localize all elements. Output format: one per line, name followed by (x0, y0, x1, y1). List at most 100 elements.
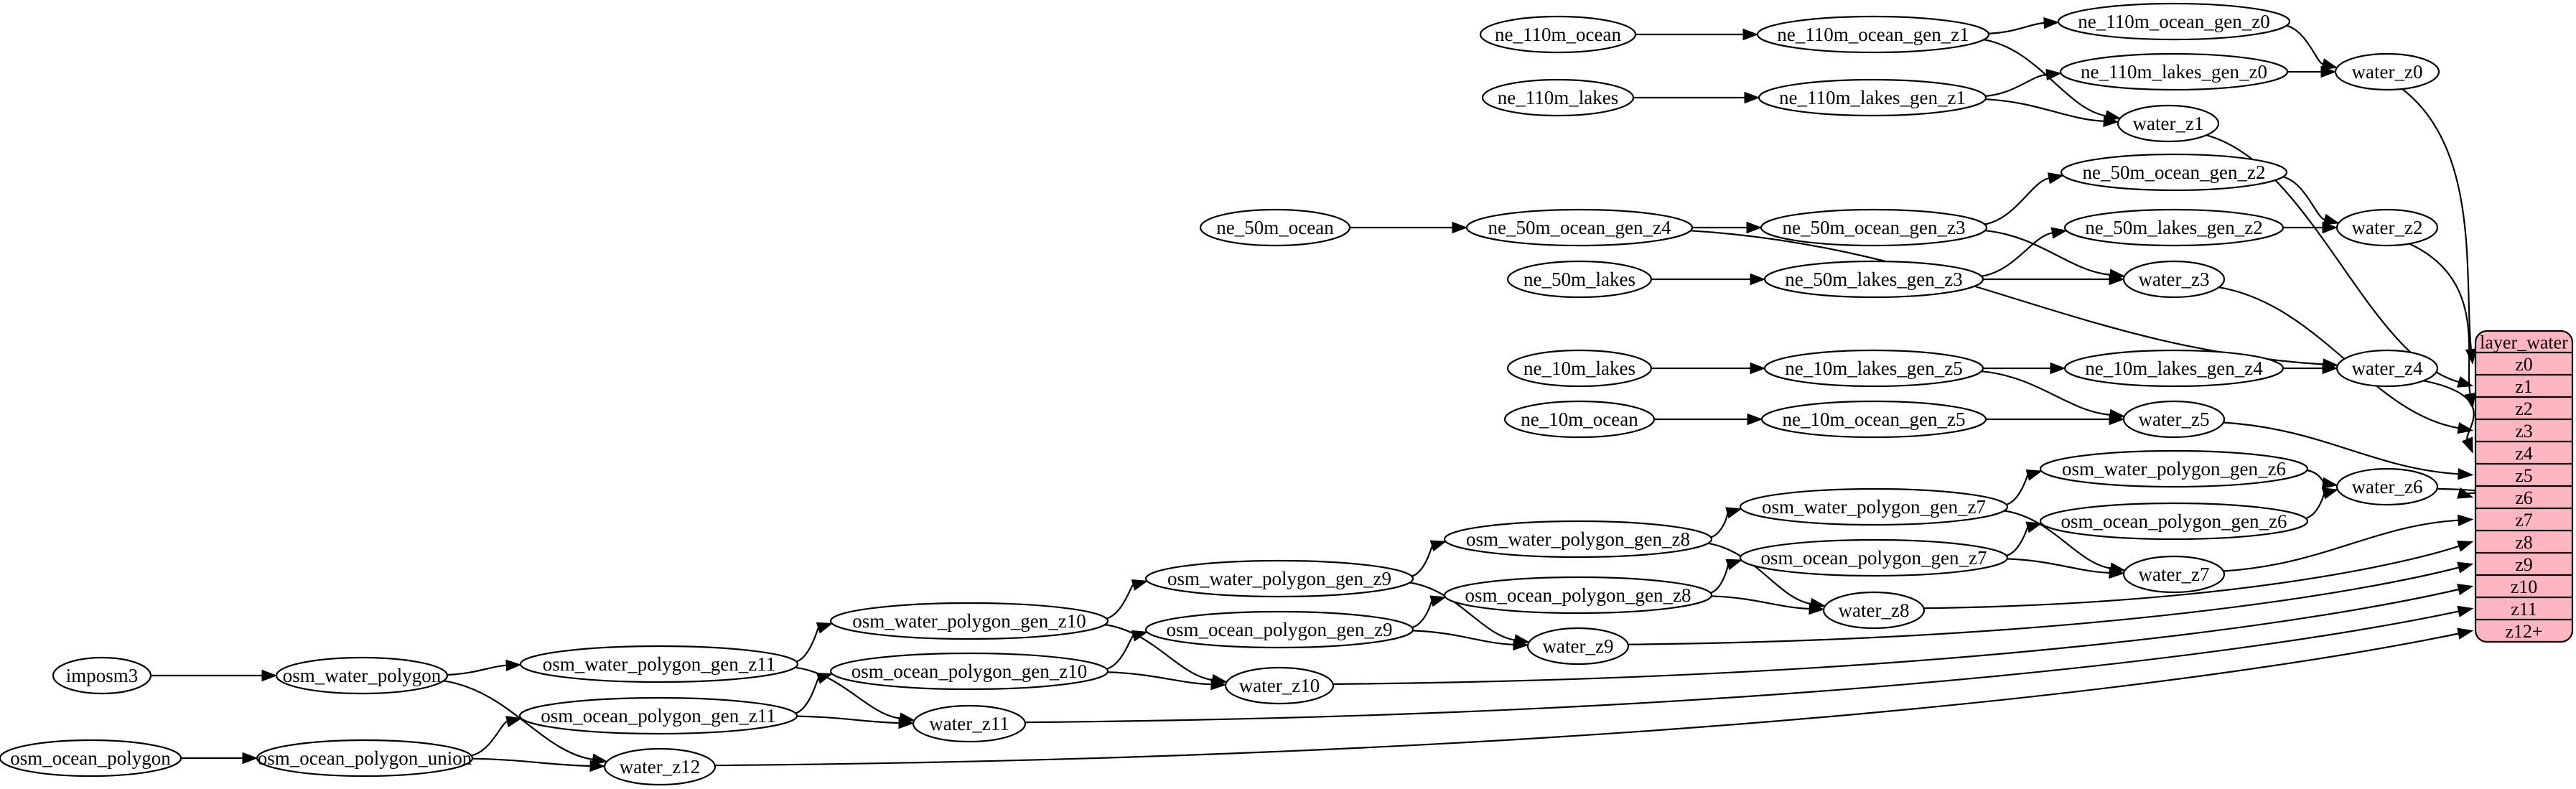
edge-osm_water_polygon_gen_z9-osm_water_polygon_gen_z8 (1411, 540, 1447, 577)
node-label: ne_110m_lakes_gen_z1 (1779, 87, 1966, 108)
node-label: water_z4 (2352, 358, 2423, 379)
node-ellipse (2060, 153, 2288, 192)
edge-path (1923, 545, 2460, 610)
table-row-z6: z6 (2515, 487, 2533, 508)
node-osm_water_polygon_gen_z7: osm_water_polygon_gen_z7 (1739, 487, 2009, 526)
node-water_z8: water_z8 (1822, 591, 1926, 630)
node-ellipse (1763, 349, 1984, 388)
node-ellipse (2063, 349, 2285, 388)
arrowhead-icon (2045, 68, 2062, 81)
edge-ne_10m_lakes_gen_z5-ne_10m_lakes_gen_z4 (1983, 362, 2066, 375)
node-imposm3: imposm3 (52, 656, 152, 695)
node-ellipse (0, 739, 182, 778)
node-ellipse (52, 656, 152, 695)
node-ellipse (2122, 400, 2226, 439)
edge-path (2006, 474, 2029, 505)
edge-path (1412, 630, 1514, 645)
node-osm_ocean_polygon: osm_ocean_polygon (0, 739, 182, 778)
arrowhead-icon (2457, 605, 2474, 617)
edge-water_z9-z9 (1628, 561, 2474, 645)
edge-osm_ocean_polygon_union-osm_ocean_polygon_gen_z11 (471, 716, 523, 757)
edge-imposm3-osm_water_polygon (151, 669, 278, 682)
edge-path (1984, 230, 2111, 276)
table-row-z12+: z12+ (2505, 621, 2542, 642)
edge-water_z10-z10 (1333, 584, 2474, 685)
node-label: ne_50m_ocean_gen_z3 (1783, 217, 1966, 238)
node-ellipse (1756, 15, 1990, 54)
node-ne_50m_lakes_gen_z3: ne_50m_lakes_gen_z3 (1763, 260, 1984, 299)
arrowhead-icon (1725, 559, 1742, 571)
node-ellipse (1443, 520, 1713, 559)
edge-osm_ocean_polygon_gen_z9-water_z9 (1412, 630, 1529, 651)
arrowhead-icon (1746, 221, 1763, 234)
table-row-z7: z7 (2515, 510, 2533, 531)
edge-path (1710, 564, 1729, 594)
edge-ne_10m_lakes_gen_z4-water_z4 (2283, 362, 2338, 375)
node-ellipse (1144, 559, 1414, 598)
table-row-z1: z1 (2515, 376, 2533, 397)
node-label: ne_110m_ocean_gen_z0 (2078, 11, 2269, 32)
node-ne_110m_ocean_gen_z1: ne_110m_ocean_gen_z1 (1756, 15, 1990, 54)
node-label: water_z12 (620, 756, 700, 778)
table-row-z10: z10 (2511, 576, 2538, 597)
node-ne_10m_lakes_gen_z5: ne_10m_lakes_gen_z5 (1763, 349, 1984, 388)
node-ne_50m_ocean_gen_z2: ne_50m_ocean_gen_z2 (2060, 153, 2288, 192)
arrowhead-icon (2457, 375, 2474, 388)
edge-path (1981, 370, 2111, 416)
node-osm_water_polygon_gen_z8: osm_water_polygon_gen_z8 (1443, 520, 1713, 559)
arrowhead-icon (2321, 487, 2339, 500)
arrowhead-icon (591, 753, 608, 765)
edge-osm_ocean_polygon_gen_z10-water_z10 (1107, 671, 1227, 691)
node-label: osm_ocean_polygon_gen_z10 (851, 660, 1087, 682)
edge-path (1985, 98, 2104, 122)
edge-path (443, 680, 593, 760)
node-label: ne_110m_ocean_gen_z1 (1777, 24, 1969, 45)
edge-path (1106, 584, 1134, 620)
edge-ne_110m_lakes_gen_z1-water_z1 (1985, 98, 2119, 127)
edge-ne_10m_ocean-ne_10m_ocean_gen_z5 (1654, 413, 1763, 426)
arrowhead-icon (2322, 362, 2338, 375)
node-ellipse (829, 602, 1109, 640)
edge-ne_110m_ocean-ne_110m_ocean_gen_z1 (1635, 28, 1759, 41)
node-ellipse (2039, 449, 2309, 488)
table-row-z3: z3 (2515, 421, 2533, 442)
node-label: ne_50m_ocean (1216, 217, 1334, 238)
edge-path (471, 720, 508, 757)
edge-ne_110m_lakes_gen_z0-water_z0 (2287, 65, 2337, 78)
node-ne_110m_lakes_gen_z1: ne_110m_lakes_gen_z1 (1758, 78, 1987, 117)
node-water_z7: water_z7 (2122, 555, 2226, 594)
edge-path (472, 757, 591, 767)
arrowhead-icon (2321, 58, 2338, 70)
node-ellipse (1506, 349, 1653, 388)
node-label: water_z9 (1543, 635, 1614, 657)
edge-path (714, 632, 2459, 767)
arrowhead-icon (2109, 566, 2125, 579)
edge-path (1711, 595, 1810, 610)
node-ellipse (1763, 260, 1984, 299)
node-water_z2: water_z2 (2335, 208, 2439, 247)
edge-path (1107, 671, 1212, 686)
edge-path (1985, 73, 2047, 97)
arrowhead-icon (1747, 413, 1763, 426)
node-label: osm_ocean_polygon_gen_z9 (1167, 619, 1393, 640)
node-ellipse (2335, 467, 2439, 506)
node-osm_ocean_polygon_gen_z10: osm_ocean_polygon_gen_z10 (829, 652, 1109, 691)
edge-path (1333, 588, 2459, 685)
arrowhead-icon (1744, 91, 1760, 104)
edge-ne_110m_ocean_gen_z0-water_z0 (2286, 24, 2338, 70)
edge-path (2402, 88, 2472, 350)
node-ellipse (518, 696, 798, 735)
table-row-z0: z0 (2515, 354, 2533, 375)
node-ellipse (1144, 610, 1414, 649)
arrowhead-icon (1513, 638, 1529, 651)
edge-path (2282, 176, 2325, 220)
node-label: ne_10m_lakes_gen_z5 (1785, 358, 1962, 379)
arrowhead-icon (2043, 17, 2060, 29)
table-row-z8: z8 (2515, 532, 2533, 553)
node-label: ne_10m_lakes (1523, 358, 1635, 379)
node-label: ne_50m_ocean_gen_z2 (2083, 162, 2266, 183)
node-osm_ocean_polygon_gen_z6: osm_ocean_polygon_gen_z6 (2039, 502, 2309, 541)
node-label: ne_110m_ocean (1495, 24, 1621, 45)
node-ellipse (1506, 260, 1653, 299)
